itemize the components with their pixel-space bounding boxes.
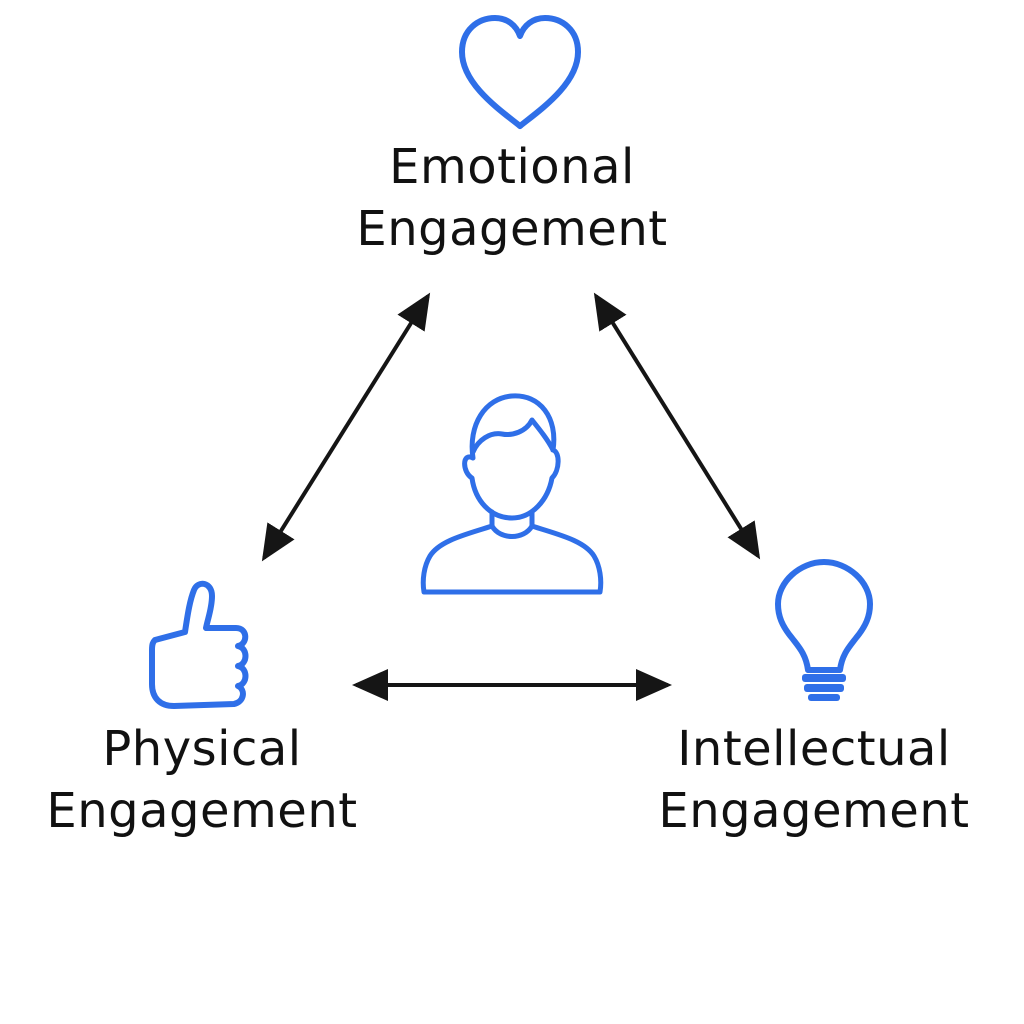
person-icon: [420, 393, 604, 595]
physical-engagement-label: Physical Engagement: [0, 718, 404, 842]
intellectual-label-line2: Engagement: [658, 783, 970, 839]
emotional-label-line2: Engagement: [356, 201, 668, 257]
heart-icon: [459, 15, 581, 129]
intellectual-label-line1: Intellectual: [677, 721, 951, 777]
physical-label-line1: Physical: [102, 721, 302, 777]
emotional-label-line1: Emotional: [389, 139, 635, 195]
arrow-emotional-physical: [261, 292, 431, 562]
thumbs-up-icon: [149, 580, 249, 709]
emotional-engagement-label: Emotional Engagement: [312, 136, 712, 260]
arrow-emotional-intellectual: [593, 292, 761, 560]
intellectual-engagement-label: Intellectual Engagement: [612, 718, 1016, 842]
physical-label-line2: Engagement: [46, 783, 358, 839]
lightbulb-icon: [775, 559, 873, 701]
